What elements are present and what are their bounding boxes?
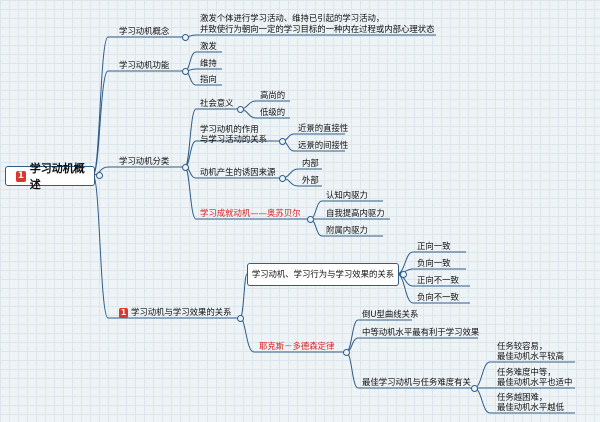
class-ausubel[interactable]: 学习成就动机——奥苏贝尔 (200, 208, 301, 218)
class-relation-line2[interactable]: 与学习活动的关系 (200, 134, 267, 144)
task-line2[interactable]: 最佳动机水平较高 (497, 351, 564, 361)
link-root-effect (92, 174, 240, 319)
source-item[interactable]: 外部 (302, 175, 319, 185)
source-item[interactable]: 内部 (302, 158, 319, 168)
branch-concept[interactable]: 学习动机概念 (119, 26, 170, 36)
class-source[interactable]: 动机产生的诱因来源 (200, 167, 276, 177)
ausubel-item[interactable]: 自我提高内驱力 (326, 208, 385, 218)
collapse-toggle-relation[interactable] (279, 138, 286, 145)
function-item[interactable]: 激发 (200, 41, 217, 51)
collapse-toggle-social[interactable] (237, 106, 244, 113)
ausubel-item[interactable]: 认知内驱力 (326, 190, 368, 200)
branch-function[interactable]: 学习动机功能 (119, 60, 170, 70)
law-inverted-u[interactable]: 倒U型曲线关系 (362, 309, 419, 319)
root-label: 学习动机概述 (29, 162, 85, 191)
box-item[interactable]: 正向一致 (417, 241, 451, 251)
task-line1[interactable]: 任务越困难， (497, 392, 548, 402)
collapse-toggle-source[interactable] (279, 175, 286, 182)
collapse-toggle-effect[interactable] (237, 315, 244, 322)
box-item[interactable]: 负向一致 (417, 258, 451, 268)
law-node[interactable]: 耶克斯－多德森定律 (259, 341, 335, 351)
collapse-toggle-ausubel[interactable] (307, 216, 314, 223)
collapse-toggle-root[interactable] (96, 172, 103, 179)
relation-item[interactable]: 近景的直接性 (298, 123, 349, 133)
task-line2[interactable]: 最佳动机水平越低 (497, 402, 564, 412)
class-relation-line1[interactable]: 学习动机的作用 (200, 124, 259, 134)
collapse-toggle-classification[interactable] (182, 164, 189, 171)
function-item[interactable]: 维持 (200, 58, 217, 68)
law-difficulty[interactable]: 最佳学习动机与任务难度有关 (362, 377, 471, 387)
box-item[interactable]: 负向不一致 (417, 292, 459, 302)
priority-badge: 1 (119, 308, 128, 318)
collapse-toggle-concept[interactable] (182, 34, 189, 41)
function-item[interactable]: 指向 (200, 74, 217, 84)
law-moderate[interactable]: 中等动机水平最有利于学习效果 (362, 327, 480, 337)
link-root-concept (92, 36, 185, 176)
social-item[interactable]: 高尚的 (260, 90, 286, 100)
collapse-toggle-law[interactable] (343, 349, 350, 356)
task-line1[interactable]: 任务较容易， (497, 341, 548, 351)
link-root-function (92, 70, 185, 176)
concept-desc-line1[interactable]: 激发个体进行学习活动、维持已引起的学习活动， (200, 13, 385, 23)
priority-badge: 1 (16, 170, 26, 182)
task-line1[interactable]: 任务难度中等， (497, 367, 556, 377)
concept-desc-line2[interactable]: 并致使行为朝向一定的学习目标的一种内在过程或内部心理状态 (200, 24, 435, 34)
box-item[interactable]: 正向不一致 (417, 275, 459, 285)
collapse-toggle-box[interactable] (400, 271, 407, 278)
collapse-toggle-function[interactable] (182, 68, 189, 75)
link-root-classification (92, 166, 185, 176)
relation-item[interactable]: 远景的间接性 (298, 140, 349, 150)
collapse-toggle-difficulty[interactable] (471, 385, 478, 392)
ausubel-item[interactable]: 附属内驱力 (326, 225, 368, 235)
effect-box-node[interactable]: 学习动机、学习行为与学习效果的关系 (247, 263, 399, 286)
branch-classification[interactable]: 学习动机分类 (119, 156, 170, 166)
root-node[interactable]: 1 学习动机概述 (5, 162, 95, 191)
class-social[interactable]: 社会意义 (200, 98, 234, 108)
branch-effect-label: 学习动机与学习效果的关系 (131, 307, 232, 317)
task-line2[interactable]: 最佳动机水平也适中 (497, 377, 573, 387)
social-item[interactable]: 低级的 (260, 107, 286, 117)
